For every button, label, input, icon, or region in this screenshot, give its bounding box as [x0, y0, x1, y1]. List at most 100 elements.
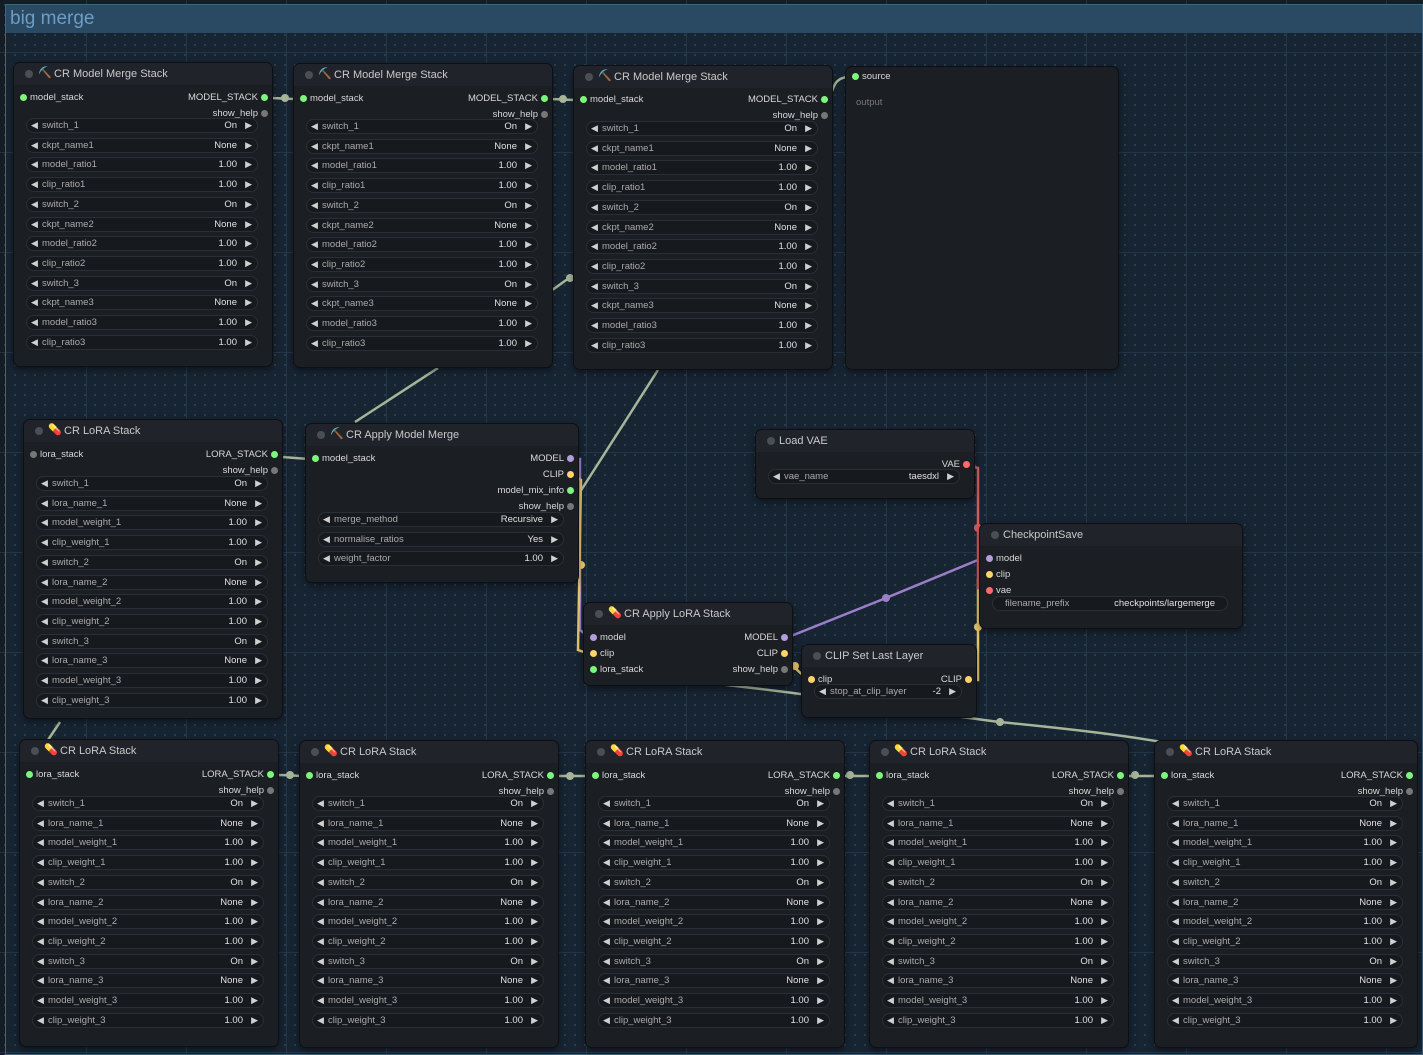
- collapse-dot-icon[interactable]: [31, 747, 39, 755]
- increment-arrow-icon[interactable]: ▶: [525, 298, 532, 309]
- collapse-dot-icon[interactable]: [881, 748, 889, 756]
- increment-arrow-icon[interactable]: ▶: [1390, 1014, 1397, 1025]
- output-slot-show-help[interactable]: show_help: [1069, 786, 1124, 798]
- decrement-arrow-icon[interactable]: ◀: [603, 955, 610, 966]
- increment-arrow-icon[interactable]: ▶: [251, 857, 258, 868]
- node-title-bar[interactable]: ⛏️CR Model Merge Stack: [14, 63, 272, 85]
- increment-arrow-icon[interactable]: ▶: [525, 258, 532, 269]
- increment-arrow-icon[interactable]: ▶: [255, 655, 262, 666]
- decrement-arrow-icon[interactable]: ◀: [37, 935, 44, 946]
- output-slot-model-stack[interactable]: MODEL_STACK: [748, 94, 828, 106]
- decrement-arrow-icon[interactable]: ◀: [31, 139, 38, 150]
- decrement-arrow-icon[interactable]: ◀: [41, 556, 48, 567]
- decrement-arrow-icon[interactable]: ◀: [37, 955, 44, 966]
- increment-arrow-icon[interactable]: ▶: [245, 218, 252, 229]
- slot-pin[interactable]: [261, 110, 268, 117]
- increment-arrow-icon[interactable]: ▶: [255, 497, 262, 508]
- input-slot-lora-stack[interactable]: lora_stack: [306, 770, 359, 782]
- output-slot-show-help[interactable]: show_help: [773, 110, 828, 122]
- decrement-arrow-icon[interactable]: ◀: [311, 140, 318, 151]
- increment-arrow-icon[interactable]: ▶: [245, 238, 252, 249]
- increment-arrow-icon[interactable]: ▶: [805, 320, 812, 330]
- increment-arrow-icon[interactable]: ▶: [805, 182, 812, 193]
- increment-arrow-icon[interactable]: ▶: [805, 142, 812, 153]
- node-title-bar[interactable]: 💊CR LoRA Stack: [586, 741, 844, 763]
- increment-arrow-icon[interactable]: ▶: [245, 198, 252, 209]
- decrement-arrow-icon[interactable]: ◀: [311, 278, 318, 289]
- decrement-arrow-icon[interactable]: ◀: [317, 916, 324, 927]
- decrement-arrow-icon[interactable]: ◀: [317, 798, 324, 808]
- collapse-dot-icon[interactable]: [35, 427, 43, 435]
- output-slot-show-help[interactable]: show_help: [213, 108, 268, 120]
- increment-arrow-icon[interactable]: ▶: [531, 955, 538, 966]
- increment-arrow-icon[interactable]: ▶: [245, 317, 252, 327]
- increment-arrow-icon[interactable]: ▶: [251, 935, 258, 946]
- slot-pin[interactable]: [567, 471, 574, 478]
- decrement-arrow-icon[interactable]: ◀: [773, 471, 780, 481]
- increment-arrow-icon[interactable]: ▶: [531, 876, 538, 887]
- decrement-arrow-icon[interactable]: ◀: [1172, 955, 1179, 966]
- increment-arrow-icon[interactable]: ▶: [525, 121, 532, 131]
- increment-arrow-icon[interactable]: ▶: [251, 876, 258, 887]
- increment-arrow-icon[interactable]: ▶: [245, 120, 252, 130]
- output-slot-lora-stack[interactable]: LORA_STACK: [1052, 770, 1124, 782]
- increment-arrow-icon[interactable]: ▶: [525, 199, 532, 210]
- decrement-arrow-icon[interactable]: ◀: [1172, 916, 1179, 927]
- node-title-bar[interactable]: ⛏️CR Model Merge Stack: [294, 64, 552, 86]
- decrement-arrow-icon[interactable]: ◀: [591, 339, 598, 350]
- decrement-arrow-icon[interactable]: ◀: [887, 876, 894, 887]
- decrement-arrow-icon[interactable]: ◀: [591, 182, 598, 193]
- slot-pin[interactable]: [808, 676, 815, 683]
- output-slot-model-mix-info[interactable]: model_mix_info: [497, 485, 574, 497]
- slot-pin[interactable]: [267, 771, 274, 778]
- increment-arrow-icon[interactable]: ▶: [251, 837, 258, 848]
- increment-arrow-icon[interactable]: ▶: [805, 300, 812, 311]
- output-slot-model[interactable]: MODEL: [744, 632, 788, 644]
- decrement-arrow-icon[interactable]: ◀: [1172, 798, 1179, 808]
- decrement-arrow-icon[interactable]: ◀: [887, 935, 894, 946]
- increment-arrow-icon[interactable]: ▶: [805, 241, 812, 252]
- slot-pin[interactable]: [963, 461, 970, 468]
- increment-arrow-icon[interactable]: ▶: [817, 935, 824, 946]
- decrement-arrow-icon[interactable]: ◀: [41, 517, 48, 528]
- increment-arrow-icon[interactable]: ▶: [805, 162, 812, 173]
- increment-arrow-icon[interactable]: ▶: [255, 576, 262, 587]
- input-slot-lora-stack[interactable]: lora_stack: [590, 664, 643, 676]
- increment-arrow-icon[interactable]: ▶: [251, 955, 258, 966]
- decrement-arrow-icon[interactable]: ◀: [311, 199, 318, 210]
- output-slot-show-help[interactable]: show_help: [785, 786, 840, 798]
- increment-arrow-icon[interactable]: ▶: [251, 916, 258, 927]
- increment-arrow-icon[interactable]: ▶: [1390, 857, 1397, 868]
- increment-arrow-icon[interactable]: ▶: [1390, 955, 1397, 966]
- widget-stop-at-clip-layer[interactable]: ◀stop_at_clip_layer-2▶: [814, 684, 962, 699]
- decrement-arrow-icon[interactable]: ◀: [887, 798, 894, 808]
- increment-arrow-icon[interactable]: ▶: [1101, 955, 1108, 966]
- increment-arrow-icon[interactable]: ▶: [1101, 935, 1108, 946]
- decrement-arrow-icon[interactable]: ◀: [311, 298, 318, 309]
- decrement-arrow-icon[interactable]: ◀: [887, 1014, 894, 1025]
- slot-pin[interactable]: [833, 788, 840, 795]
- increment-arrow-icon[interactable]: ▶: [245, 336, 252, 347]
